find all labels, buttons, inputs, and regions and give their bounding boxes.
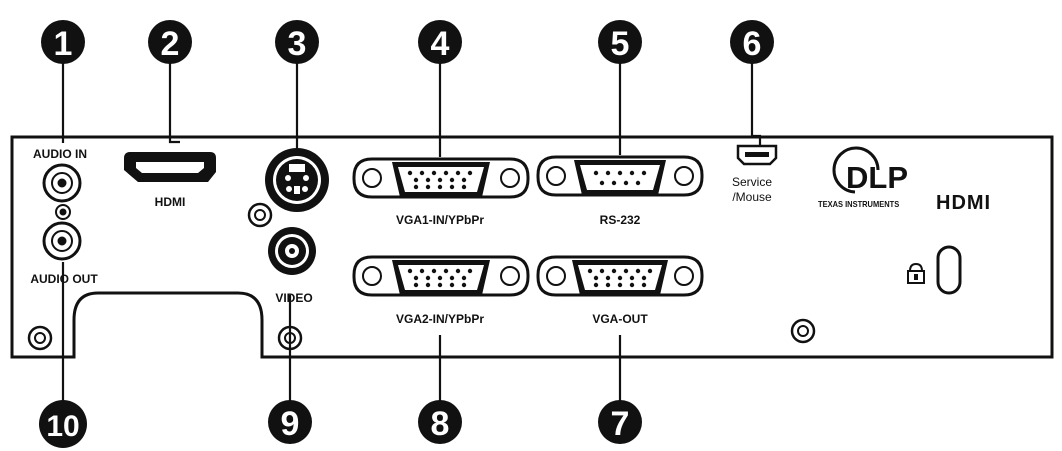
video-port: VIDEO <box>268 227 316 305</box>
ground-screw <box>55 204 71 220</box>
audio-out-jack <box>42 221 82 261</box>
s-video-screw <box>247 202 273 228</box>
callout-badges: 1 2 3 4 5 6 7 8 <box>39 20 774 448</box>
vga2-in-port: VGA2-IN/YPbPr <box>352 255 530 326</box>
hdmi-logo-text: HDMI <box>936 192 991 214</box>
callout-number: 3 <box>288 25 307 63</box>
vga1-label: VGA1-IN/YPbPr <box>396 213 484 227</box>
vga2-label: VGA2-IN/YPbPr <box>396 312 484 326</box>
callout-8: 8 <box>418 400 462 444</box>
s-video-port <box>265 148 329 212</box>
service-mouse-port: Service /Mouse <box>732 144 778 204</box>
panel-screw-middle <box>277 325 303 351</box>
callout-number: 2 <box>161 25 180 63</box>
callout-3: 3 <box>275 20 319 64</box>
service-label: Service <box>732 175 772 189</box>
panel-screw-left <box>27 325 53 351</box>
audio-ports: AUDIO IN AUDIO OUT <box>30 147 98 286</box>
hdmi-port: HDMI <box>124 152 216 209</box>
audio-in-jack <box>42 163 82 203</box>
callout-number: 10 <box>46 410 79 443</box>
kensington-lock-icon <box>907 262 925 284</box>
callout-10: 10 <box>39 400 87 448</box>
dlp-text: DLP <box>846 160 908 195</box>
callout-number: 9 <box>281 405 300 443</box>
vga-out-port: VGA-OUT <box>536 255 704 326</box>
video-label: VIDEO <box>275 291 312 305</box>
callout-number: 4 <box>431 25 450 63</box>
callout-1: 1 <box>41 20 85 64</box>
security-slot <box>936 245 962 295</box>
callout-number: 8 <box>431 405 450 443</box>
hdmi-logo: HDMI <box>936 192 991 214</box>
callout-4: 4 <box>418 20 462 64</box>
audio-in-label: AUDIO IN <box>33 147 87 161</box>
mouse-label: /Mouse <box>732 190 772 204</box>
hdmi-label: HDMI <box>155 195 186 209</box>
callout-6: 6 <box>730 20 774 64</box>
callout-5: 5 <box>598 20 642 64</box>
callout-number: 1 <box>54 25 73 63</box>
audio-out-label: AUDIO OUT <box>30 272 98 286</box>
callout-number: 7 <box>611 405 630 443</box>
rear-panel <box>10 135 1054 359</box>
callout-2: 2 <box>148 20 192 64</box>
rs-232-port: RS-232 <box>536 155 704 227</box>
leader-lines <box>61 58 762 407</box>
vga1-in-port: VGA1-IN/YPbPr <box>352 157 530 227</box>
callout-number: 5 <box>611 25 630 63</box>
dlp-subtext: TEXAS INSTRUMENTS <box>818 200 900 210</box>
rs-232-label: RS-232 <box>600 213 641 227</box>
dlp-logo: DLP TEXAS INSTRUMENTS <box>818 146 908 210</box>
panel-screw-right <box>790 318 816 344</box>
callout-7: 7 <box>598 400 642 444</box>
callout-number: 6 <box>743 25 762 63</box>
vga-out-label: VGA-OUT <box>592 312 648 326</box>
callout-9: 9 <box>268 400 312 444</box>
